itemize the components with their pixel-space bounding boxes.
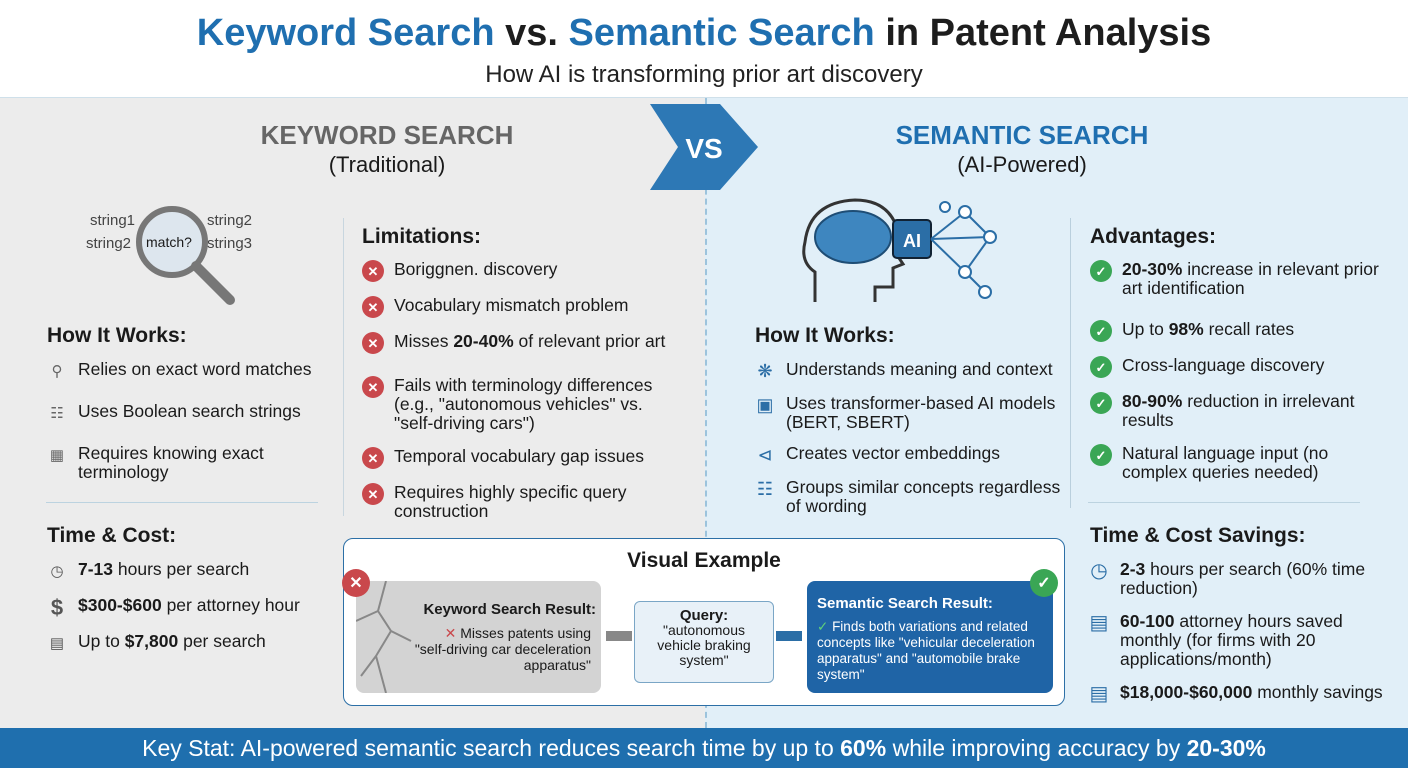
vs-arrow-icon: VS [650,104,758,190]
semantic-heading: SEMANTIC SEARCH [895,120,1149,150]
query-card: Query: "autonomous vehicle braking syste… [634,601,774,683]
check-circle-icon: ✓ [1090,444,1112,466]
list-item: ▤60-100 attorney hours saved monthly (fo… [1089,611,1343,669]
advantages-title: Advantages: [1090,225,1217,248]
list-item: ✕Fails with terminology differences (e.g… [362,376,672,433]
clock-icon: ◷ [1090,559,1108,582]
list-item: ✓80-90% reduction in irrelevant results [1090,392,1380,430]
semantic-how-list: ❋Understands meaning and context ▣Uses t… [754,360,1064,516]
x-circle-icon: ✕ [362,376,384,398]
keyword-result-card: Keyword Search Result: ✕ Misses patents … [356,581,601,693]
x-circle-icon: ✕ [342,569,370,597]
list-item: ✕Boriggnen. discovery [362,260,672,282]
check-circle-icon: ✓ [1090,260,1112,282]
semantic-result-card: Semantic Search Result: ✓ Finds both var… [807,581,1053,693]
x-circle-icon: ✕ [362,260,384,282]
key-stat-banner: Key Stat: AI-powered semantic search red… [0,728,1408,768]
share-nodes-icon: ⊲ [757,444,773,465]
chip-icon: ▣ [756,394,774,415]
x-circle-icon: ✕ [362,447,384,469]
semantic-cost-title: Time & Cost Savings: [1090,524,1306,547]
list-item: ✓20-30% increase in relevant prior art i… [1090,260,1380,298]
arrow-left-icon [606,631,632,641]
ai-chip-label: AI [903,231,921,251]
divider [1088,502,1360,503]
visual-example-box: Visual Example Keyword Search Result: ✕ … [342,538,1065,706]
list-item: ◷7-13 hours per search [46,560,336,582]
list-item: ✓Cross-language discovery [1090,356,1380,378]
list-item: $$300-$600 per attorney hour [46,594,336,620]
clock-icon: ◷ [50,562,64,580]
limitations-title: Limitations: [362,225,481,248]
arrow-right-icon [776,631,802,641]
x-circle-icon: ✕ [362,296,384,318]
check-circle-icon: ✓ [1090,356,1112,378]
cash-icon: ▤ [49,634,65,652]
list-item: ✕Misses 20-40% of relevant prior art [362,332,672,354]
visual-example-title: Visual Example [627,549,781,572]
x-circle-icon: ✕ [362,483,384,505]
keyword-cost-title: Time & Cost: [47,524,177,547]
check-circle-icon: ✓ [1030,569,1058,597]
list-item: ☷Groups similar concepts regardless of w… [754,478,1064,516]
document-icon: ▦ [49,446,65,464]
check-circle-icon: ✓ [1090,392,1112,414]
divider [46,502,318,503]
header: Keyword Search vs. Semantic Search in Pa… [0,0,1408,98]
keyword-how-title: How It Works: [47,324,187,347]
x-icon: ✕ [444,625,461,641]
limitations-list: ✕Boriggnen. discovery ✕Vocabulary mismat… [362,260,672,521]
magnifier-illustration: string1 string2 string2 string3 match? [80,200,270,310]
ai-brain-illustration: AI [802,198,997,302]
cash-icon: ▤ [1089,682,1109,705]
list-item: ▤Up to $7,800 per search [46,632,336,654]
brain-icon: ❋ [757,360,773,381]
keyword-heading: KEYWORD SEARCH [260,120,514,150]
list-item: ⊲Creates vector embeddings [754,444,1064,466]
dollar-icon: $ [50,594,64,620]
list-item: ✕Requires highly specific query construc… [362,483,672,521]
list-item: ◷2-3 hours per search (60% time reductio… [1088,560,1403,598]
x-circle-icon: ✕ [362,332,384,354]
list-item: ❋Understands meaning and context [754,360,1064,382]
money-stack-icon: ▤ [1089,611,1109,634]
check-circle-icon: ✓ [1090,320,1112,342]
keyword-subheading: (Traditional) [328,152,446,177]
list-item: ✓Up to 98% recall rates [1090,320,1380,342]
crack-icon [356,581,412,693]
hierarchy-icon: ☷ [50,404,64,422]
divider [343,218,344,516]
list-item: ▤$18,000-$60,000 monthly savings [1089,682,1383,705]
page-subtitle: How AI is transforming prior art discove… [485,61,923,88]
keyword-cost-list: ◷7-13 hours per search $$300-$600 per at… [46,560,336,654]
semantic-cost-list: ◷2-3 hours per search (60% time reductio… [1088,560,1403,705]
magnifier-icon [136,206,235,305]
keyword-how-list: ⚲Relies on exact word matches ☷Uses Bool… [46,360,326,482]
list-item: ⚲Relies on exact word matches [46,360,326,382]
semantic-subheading: (AI-Powered) [957,152,1087,177]
hierarchy-icon: ☷ [756,478,774,499]
divider [1070,218,1071,508]
check-icon: ✓ [817,619,833,634]
advantages-list: ✓20-30% increase in relevant prior art i… [1090,260,1380,482]
list-item: ☷Uses Boolean search strings [46,402,326,424]
list-item: ✓Natural language input (no complex quer… [1090,444,1380,482]
semantic-how-title: How It Works: [755,324,895,347]
search-icon: ⚲ [51,362,63,380]
vs-label: VS [685,133,722,164]
list-item: ✕Vocabulary mismatch problem [362,296,672,318]
list-item: ✕Temporal vocabulary gap issues [362,447,672,469]
list-item: ▦Requires knowing exact terminology [46,444,326,482]
page-title: Keyword Search vs. Semantic Search in Pa… [196,12,1212,54]
list-item: ▣Uses transformer-based AI models (BERT,… [754,394,1064,432]
